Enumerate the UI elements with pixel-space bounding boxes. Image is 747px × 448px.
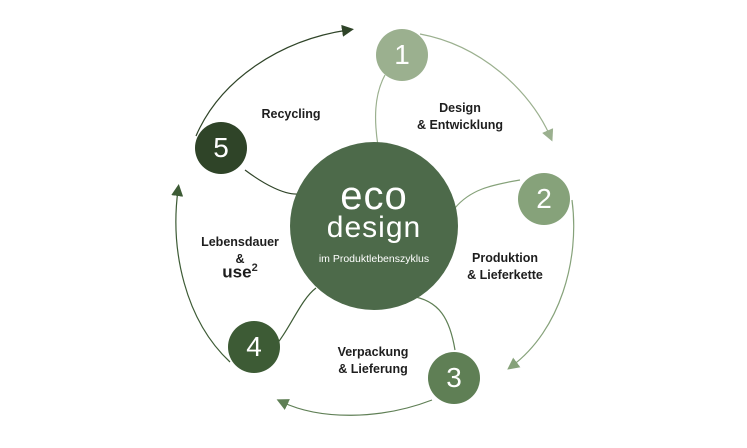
step-circle-3 [428, 352, 480, 404]
center-title-design: design [326, 211, 422, 244]
step-label-1: Design & Entwicklung [405, 100, 515, 134]
connector-line-3 [409, 295, 456, 351]
center-title-eco: eco [340, 174, 408, 218]
step-label-4-line-2: & [235, 252, 245, 266]
step-number-3: 3 [446, 362, 462, 393]
step-label-3-line-1: Verpackung [337, 345, 409, 359]
cycle-arrow-1-2 [419, 33, 554, 142]
connector-line-1 [374, 74, 386, 147]
cycle-arrow-3-4 [276, 399, 433, 416]
step-number-5: 5 [213, 132, 229, 163]
center-subtitle: im Produktlebenszyklus [318, 253, 430, 265]
step-circle-5 [195, 122, 247, 174]
step-circle-4 [228, 321, 280, 373]
step-label-1-line-1: Design [439, 101, 481, 115]
step-label-1-line-2: & Entwicklung [416, 118, 504, 132]
step-label-5: Recycling [236, 106, 346, 123]
cycle-arrow-5-1 [195, 24, 354, 137]
connector-line-5 [244, 169, 299, 195]
step-label-3-line-2: & Lieferung [338, 362, 408, 376]
step-number-4: 4 [246, 331, 262, 362]
connector-line-2 [454, 179, 521, 209]
step-label-2: Produktion & Lieferkette [450, 250, 560, 284]
use2-logo-text: use [222, 262, 252, 282]
step-label-5-line-1: Recycling [261, 107, 321, 121]
center-circle [290, 142, 458, 310]
step-label-4-line-1: Lebensdauer [201, 235, 279, 249]
step-number-1: 1 [394, 39, 410, 70]
step-label-3: Verpackung & Lieferung [318, 344, 428, 378]
step-label-2-line-2: & Lieferkette [467, 268, 543, 282]
step-circle-2 [518, 173, 570, 225]
cycle-arrow-4-5 [171, 184, 231, 363]
step-circle-1 [376, 29, 428, 81]
step-label-2-line-1: Produktion [472, 251, 538, 265]
step-number-2: 2 [536, 183, 552, 214]
step-label-4: Lebensdauer & [185, 234, 295, 268]
use2-logo-superscript: 2 [251, 262, 258, 274]
use2-logo: use2 [214, 262, 266, 283]
cycle-arrow-2-3 [507, 199, 575, 370]
